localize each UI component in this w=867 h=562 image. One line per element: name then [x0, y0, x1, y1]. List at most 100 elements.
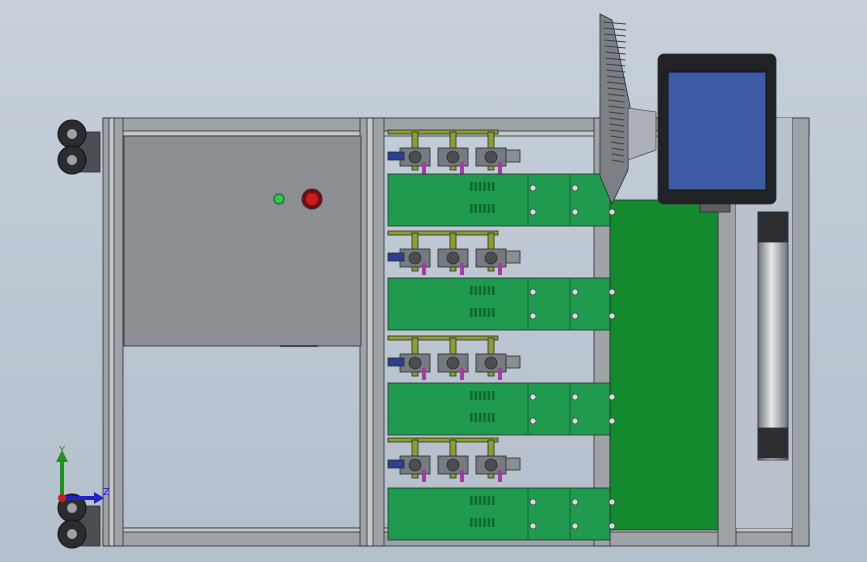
keyboard-key-row [605, 63, 626, 67]
pcb-test-point [571, 312, 579, 320]
pcb-connector-pin [487, 204, 491, 213]
pcb-test-point [529, 312, 537, 320]
pcb-connector-pin [478, 496, 482, 505]
pcb-connector-pin [474, 391, 477, 400]
clamp-knob [484, 356, 498, 370]
monitor [657, 53, 777, 213]
pcb-board [387, 173, 611, 227]
pcb-connector-pin [474, 286, 477, 295]
keyboard-key-row [610, 141, 625, 145]
pcb-test-point [571, 522, 579, 530]
caster-hub [67, 503, 77, 513]
pcb-connector-pin [470, 496, 473, 505]
pcb-test-point [608, 208, 616, 216]
keyboard-key-row [608, 99, 625, 103]
keyboard-key-row [608, 105, 625, 109]
pcb-connector-pin [470, 413, 473, 422]
pcb-connector-pin [470, 518, 473, 527]
pcb-connector-pin [483, 182, 486, 191]
clamp-pin [498, 470, 502, 482]
clamp-rail [387, 437, 499, 443]
clamp-end-stop [505, 355, 521, 369]
pcb-connector-pin [492, 204, 495, 213]
pcb-connector-pin [487, 286, 491, 295]
backplane-board [609, 199, 719, 531]
clamp-pin [498, 162, 502, 174]
pcb-test-point [529, 522, 537, 530]
caster-2 [57, 493, 101, 549]
clamp-knob [408, 356, 422, 370]
pcb-connector-pin [492, 286, 495, 295]
clamp-pin [498, 263, 502, 275]
pcb-test-point [608, 417, 616, 425]
pcb-connector-pin [487, 518, 491, 527]
frame-left-post-slot [108, 117, 115, 547]
pcb-connector-pin [492, 308, 495, 317]
clamp-knob [446, 251, 460, 265]
keyboard-body [599, 13, 631, 205]
pcb-connector-pin [470, 204, 473, 213]
keyboard-key-row [609, 123, 625, 127]
pcb-board [387, 277, 611, 331]
clamp-knob [408, 150, 422, 164]
keyboard-key-row [610, 129, 625, 133]
pcb-connector-pin [483, 286, 486, 295]
pcb-connector-pin [483, 413, 486, 422]
keyboard-key-row [612, 159, 624, 163]
pcb-test-point [529, 417, 537, 425]
pcb-connector-pin [492, 518, 495, 527]
pcb-test-point [571, 288, 579, 296]
emergency-stop-button [306, 193, 318, 205]
caster-1 [57, 119, 101, 175]
clamp-pin [460, 162, 464, 174]
pcb-connector-pin [487, 496, 491, 505]
pcb-test-point [529, 498, 537, 506]
keyboard-key-row [611, 153, 624, 157]
pcb-test-point [571, 208, 579, 216]
board-row-3 [387, 335, 616, 436]
pcb-connector-pin [478, 182, 482, 191]
keyboard-key-row [609, 117, 625, 121]
clamp-pin [422, 470, 426, 482]
clamp-pin [460, 368, 464, 380]
keyboard-key-row [610, 135, 625, 139]
control-box-panel [123, 135, 362, 347]
keyboard-key-row [605, 57, 626, 61]
clamp-end-block [387, 459, 405, 469]
pcb-connector-pin [474, 308, 477, 317]
pcb-connector-pin [487, 413, 491, 422]
pcb-connector-pin [478, 204, 482, 213]
clamp-end-block [387, 151, 405, 161]
pcb-connector-pin [483, 391, 486, 400]
pcb-connector-pin [492, 182, 495, 191]
clamp-knob [446, 458, 460, 472]
pcb-test-point [571, 417, 579, 425]
pcb-test-point [608, 393, 616, 401]
keyboard-key-row [611, 147, 624, 151]
keyboard-key-row [606, 69, 626, 73]
monitor-mount [699, 203, 731, 213]
clamp-end-block [387, 252, 405, 262]
frame-far-right-post [791, 117, 810, 547]
frame-mid-post-slot [366, 117, 374, 547]
clamp-pin [422, 162, 426, 174]
caster-hub [67, 129, 77, 139]
pcb-connector-pin [483, 518, 486, 527]
pcb-test-point [608, 498, 616, 506]
pcb-test-point [608, 312, 616, 320]
keyboard-key-row [604, 51, 626, 55]
keyboard-key-row [608, 111, 625, 115]
pcb-connector-pin [483, 308, 486, 317]
clamp-end-stop [505, 457, 521, 471]
clamp-knob [484, 458, 498, 472]
pcb-connector-pin [474, 518, 477, 527]
axis-triad: Y Z [56, 445, 110, 504]
clamp-pin [422, 263, 426, 275]
pcb-connector-pin [487, 308, 491, 317]
clamp-end-stop [505, 149, 521, 163]
keyboard-key-row [603, 27, 626, 31]
keyboard-key-row [604, 39, 626, 43]
pcb-connector-pin [478, 518, 482, 527]
axis-z-label: Z [103, 487, 110, 498]
